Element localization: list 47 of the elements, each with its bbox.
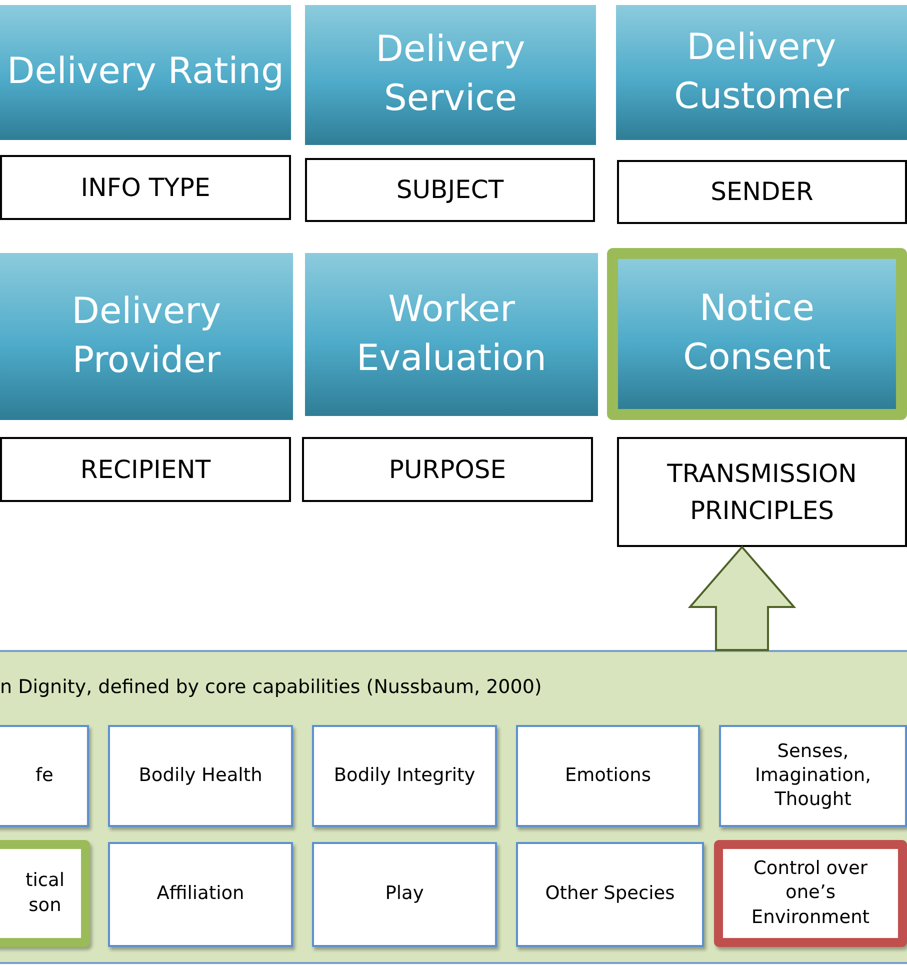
- capability-box: [516, 842, 704, 947]
- panel-title: n Dignity, defined by core capabilities (Nussbaum, 2000): [0, 676, 542, 698]
- parameter-box: [0, 155, 291, 220]
- highlighted-capability-box: [0, 840, 90, 947]
- parameter-box: [302, 437, 593, 502]
- block-arrow: [688, 545, 796, 651]
- category-label: Delivery Customer: [673, 26, 850, 118]
- category-box: [0, 253, 293, 420]
- capability-label: Bodily Health: [138, 764, 264, 788]
- capability-box: [516, 725, 700, 827]
- category-label: Delivery Service: [374, 28, 526, 121]
- capability-label: Affiliation: [156, 882, 246, 906]
- capability-label: fe: [34, 764, 54, 788]
- capability-box: [108, 725, 293, 827]
- parameter-label: PURPOSE: [388, 454, 508, 486]
- parameter-box: [617, 160, 907, 224]
- capability-label: Senses, Imagination, Thought: [754, 740, 872, 812]
- parameter-label: TRANSMISSION PRINCIPLES: [666, 458, 858, 527]
- capability-label: Bodily Integrity: [332, 764, 476, 788]
- parameter-label: SUBJECT: [395, 174, 505, 206]
- category-box: [305, 5, 596, 145]
- parameter-label: SENDER: [710, 176, 814, 208]
- capability-label: Emotions: [564, 764, 652, 788]
- category-box: [0, 5, 291, 140]
- capabilities-panel: [0, 650, 907, 964]
- category-box: [305, 253, 598, 416]
- capability-box: [0, 725, 89, 827]
- category-label: Delivery Rating: [6, 50, 285, 94]
- parameter-label: RECIPIENT: [79, 454, 212, 486]
- parameter-box: [305, 158, 595, 222]
- capability-box: [108, 842, 293, 947]
- capability-box: [719, 725, 907, 827]
- parameter-box: [617, 437, 907, 547]
- category-label: Delivery Provider: [70, 290, 222, 382]
- capability-label: Play: [384, 882, 425, 906]
- capability-label: Control over one’s Environment: [750, 857, 871, 930]
- capability-box: [312, 842, 497, 947]
- highlighted-category-box: [607, 248, 907, 420]
- capability-box: [312, 725, 497, 827]
- capability-label: tical son: [24, 869, 66, 918]
- highlighted-capability-box: [714, 840, 907, 947]
- capability-label: Other Species: [544, 882, 676, 906]
- category-label: Notice Consent: [682, 287, 832, 380]
- category-label: Worker Evaluation: [356, 288, 548, 380]
- parameter-label: INFO TYPE: [80, 172, 212, 204]
- parameter-box: [0, 437, 291, 502]
- category-box: [616, 5, 907, 140]
